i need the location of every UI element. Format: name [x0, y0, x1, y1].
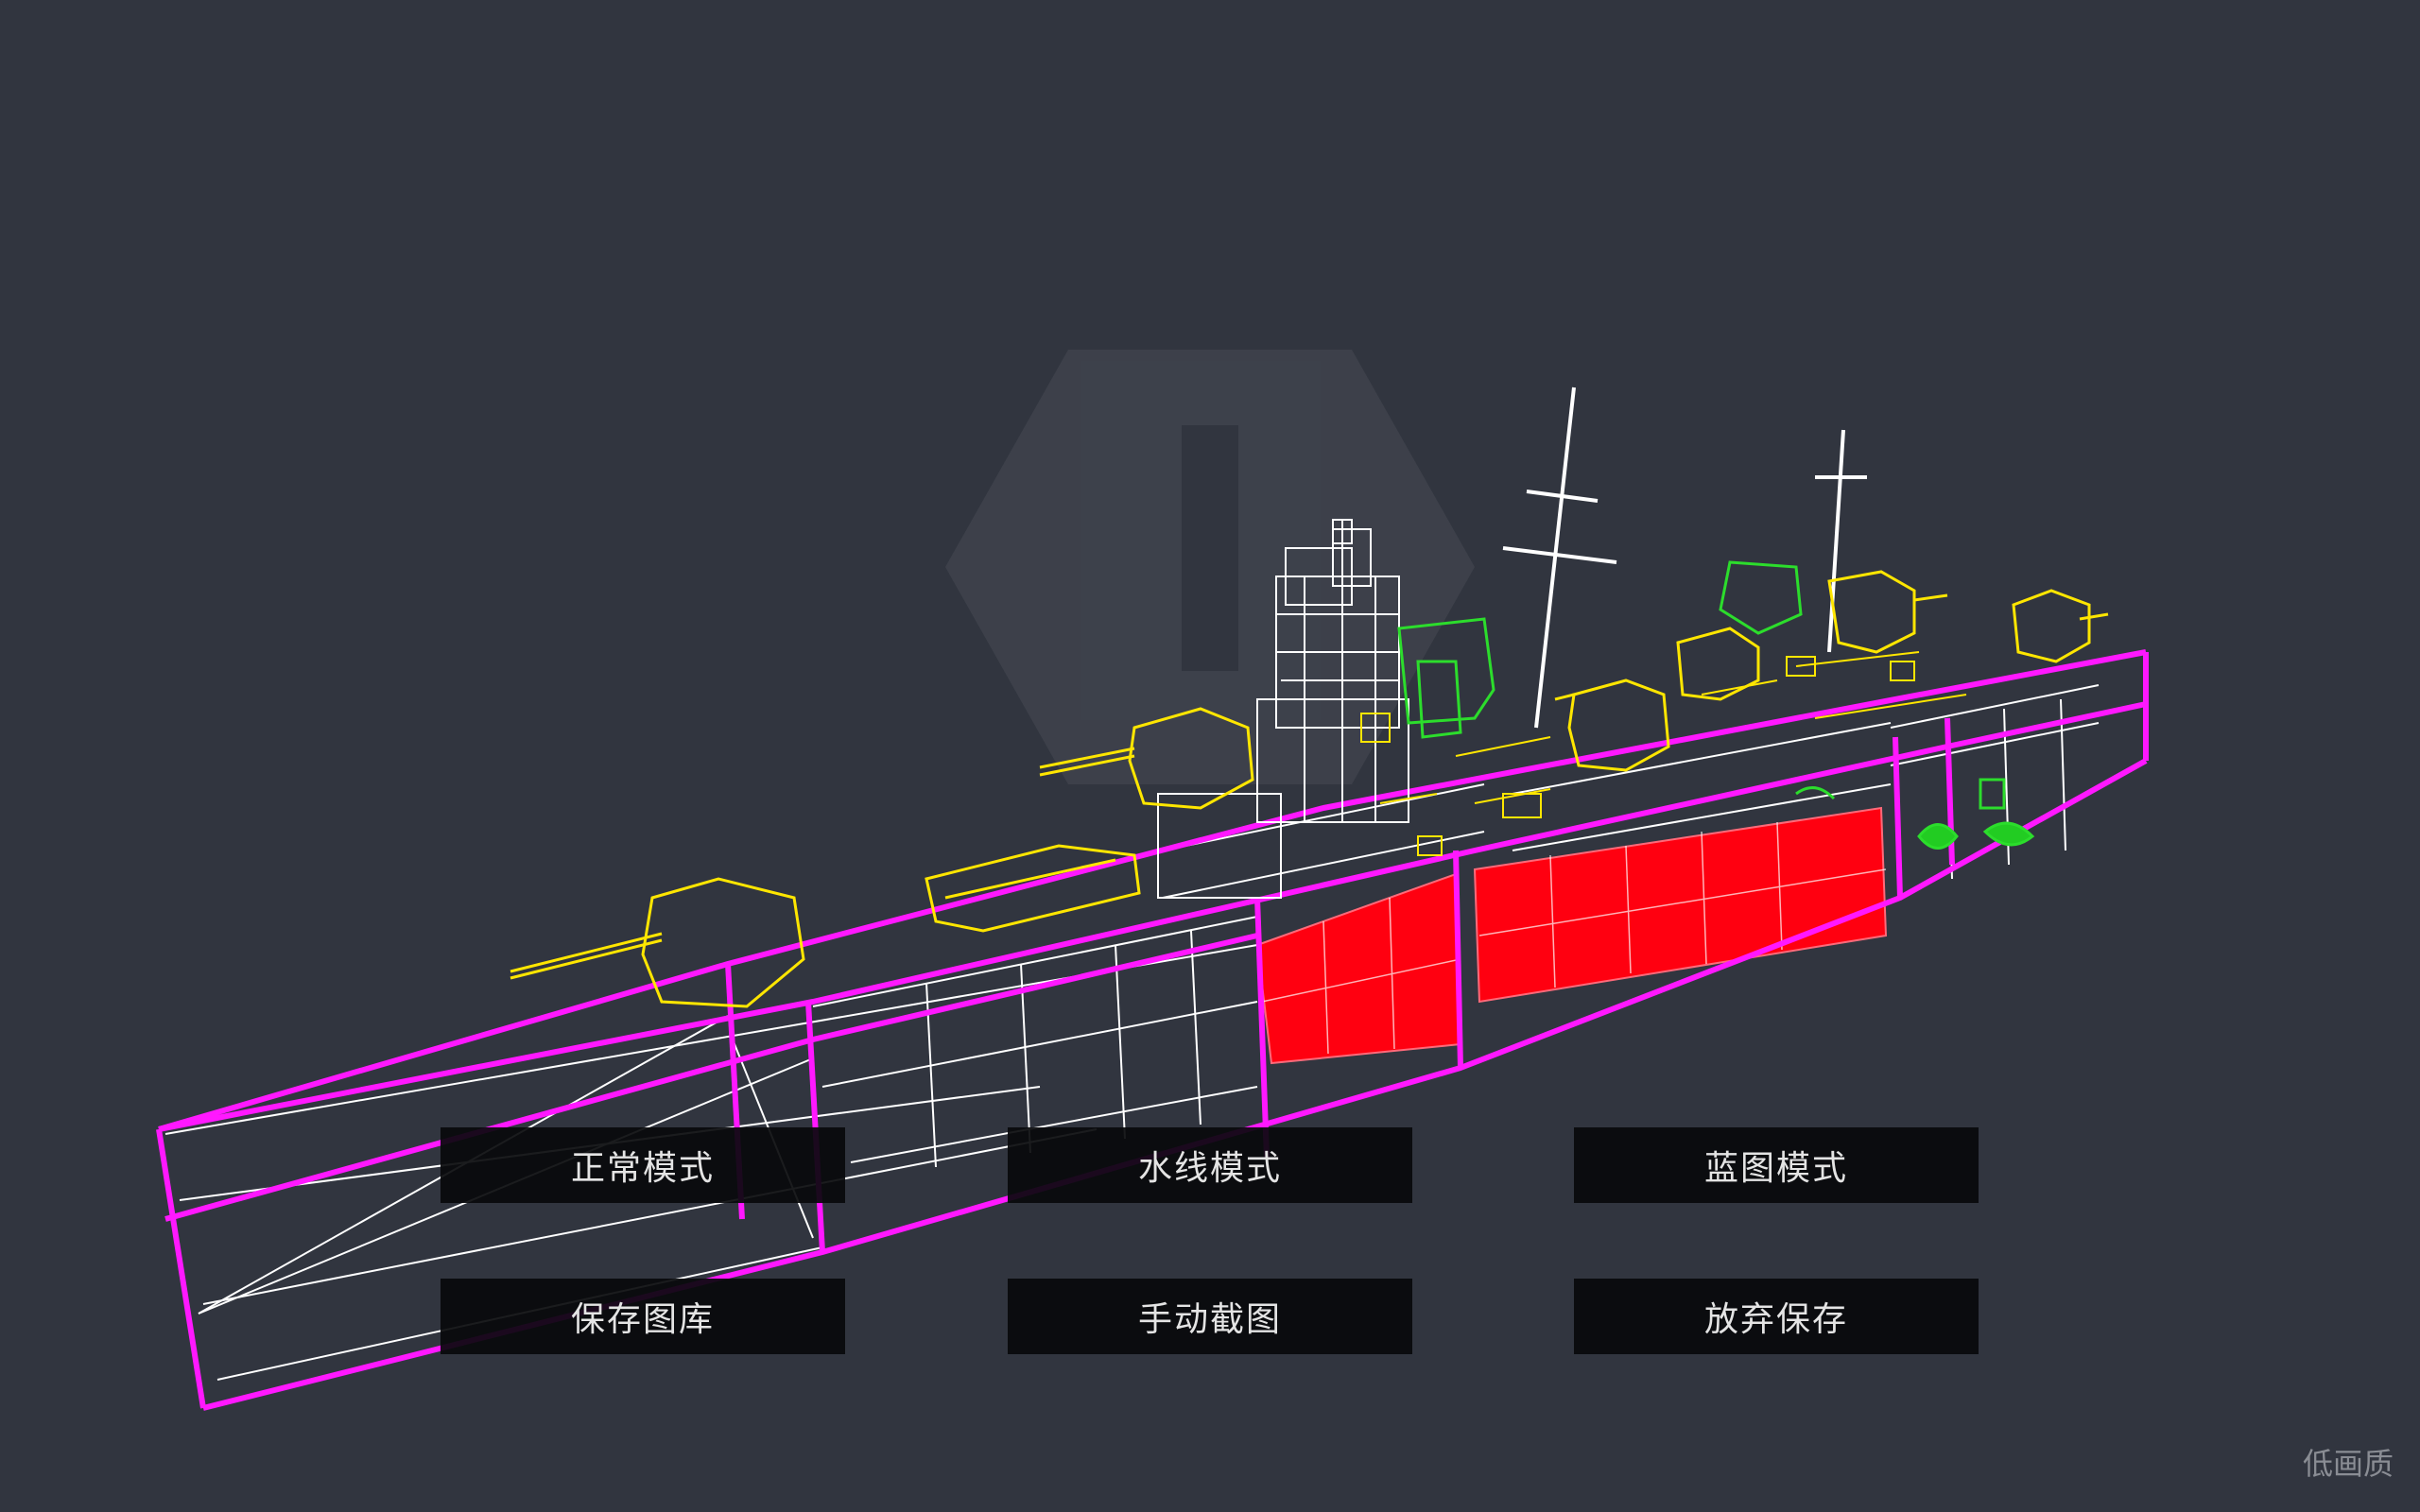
- manual-screenshot-button[interactable]: 手动截图: [1008, 1279, 1412, 1354]
- internal-modules: [1255, 806, 1888, 1065]
- waterline-mode-button[interactable]: 水线模式: [1008, 1127, 1412, 1203]
- blueprint-mode-button[interactable]: 蓝图模式: [1574, 1127, 1979, 1203]
- normal-mode-button[interactable]: 正常模式: [441, 1127, 845, 1203]
- main-turrets: [510, 570, 2109, 1008]
- superstructure: [1157, 519, 1409, 899]
- discard-save-button[interactable]: 放弃保存: [1574, 1279, 1979, 1354]
- lighthouse-watermark-icon: [945, 350, 1475, 784]
- secondary-guns: [1360, 651, 1967, 856]
- masts: [1502, 387, 1867, 729]
- engine-parts: [1397, 560, 2035, 850]
- save-gallery-button[interactable]: 保存图库: [441, 1279, 845, 1354]
- low-quality-toggle[interactable]: 低画质: [2302, 1446, 2394, 1482]
